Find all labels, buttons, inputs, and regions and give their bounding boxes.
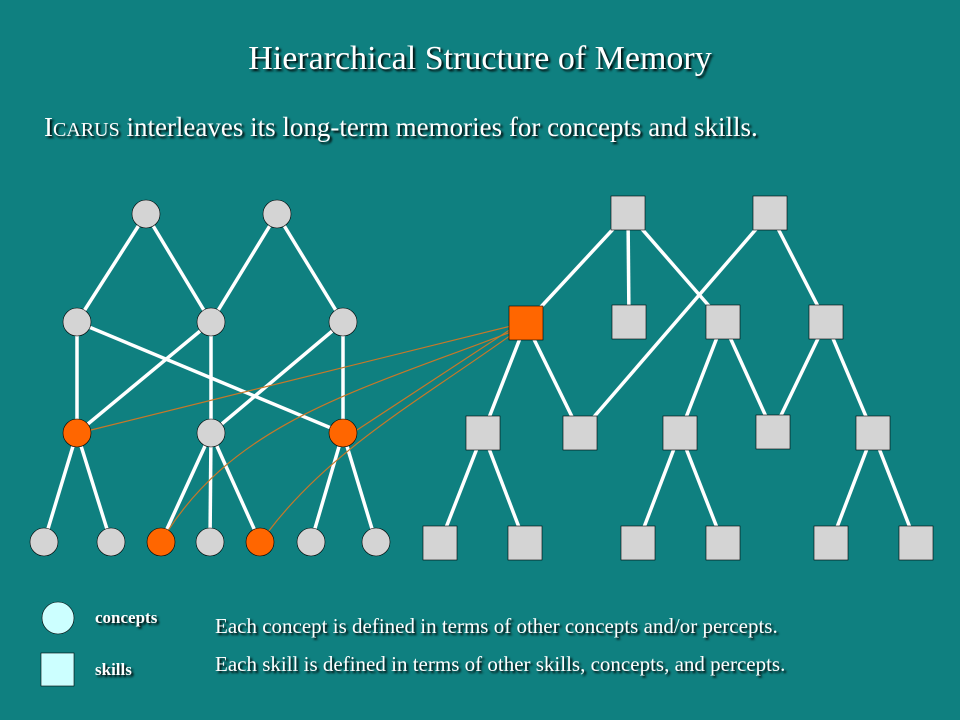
skill-edge — [626, 211, 725, 324]
concept-node-highlighted — [146, 527, 176, 557]
concept-node — [29, 527, 59, 557]
concept-edge — [75, 213, 148, 323]
legend-skill-square — [40, 652, 75, 687]
skill-nodes — [422, 195, 934, 561]
concept-edge — [75, 432, 113, 543]
concept-edge — [209, 320, 345, 435]
skill-node — [705, 525, 741, 561]
skill-node — [855, 415, 891, 451]
concept-node — [96, 527, 126, 557]
skill-node — [755, 414, 791, 450]
concept-edge — [209, 213, 279, 323]
skill-edge — [829, 432, 875, 544]
concept-edge — [275, 213, 345, 323]
cross-link — [166, 331, 512, 533]
concept-node — [196, 418, 226, 448]
skill-edge — [768, 212, 828, 323]
skill-edge — [871, 432, 918, 544]
concept-edge — [208, 432, 213, 543]
subtitle-rest: interleaves its long-term memories for c… — [119, 112, 758, 142]
concept-node-highlighted — [328, 418, 358, 448]
concept-node — [131, 199, 161, 229]
concept-node — [262, 199, 292, 229]
skill-edge — [626, 212, 631, 323]
legend-concepts-label: concepts — [95, 608, 158, 627]
skill-node — [562, 415, 598, 451]
concept-edge — [144, 213, 213, 323]
legend-concept-circle — [41, 601, 75, 635]
skill-node — [465, 415, 501, 451]
skill-node — [507, 525, 543, 561]
skill-definition-note: Each skill is defined in terms of other … — [215, 652, 786, 676]
concept-node — [361, 527, 391, 557]
skill-node — [752, 195, 788, 231]
skill-node-highlighted — [508, 305, 544, 341]
slide-subtitle: ICARUS interleaves its long-term memorie… — [44, 112, 944, 143]
skill-node — [808, 304, 844, 340]
concept-definition-note: Each concept is defined in terms of othe… — [215, 614, 778, 638]
skill-edge — [438, 432, 485, 544]
skill-edge — [678, 432, 725, 544]
cross-links — [90, 325, 512, 533]
skill-edge — [678, 321, 725, 434]
skill-node — [705, 304, 741, 340]
concept-edges — [42, 213, 378, 543]
skill-edge — [721, 321, 775, 433]
skill-node — [620, 525, 656, 561]
subtitle-initial: I — [44, 112, 53, 142]
skill-node — [813, 525, 849, 561]
concept-edge — [209, 432, 262, 543]
skill-edge — [524, 322, 582, 434]
skill-edge — [481, 432, 527, 544]
subtitle-smallcaps: CARUS — [53, 119, 120, 141]
skill-node — [422, 525, 458, 561]
concept-node-highlighted — [62, 418, 92, 448]
slide-title: Hierarchical Structure of Memory — [248, 40, 712, 77]
skill-node — [898, 525, 934, 561]
concept-edge — [309, 432, 345, 543]
skill-edge — [481, 322, 528, 434]
concept-node — [195, 527, 225, 557]
skill-edges — [438, 211, 918, 544]
concept-node — [296, 527, 326, 557]
skill-node — [610, 195, 646, 231]
skill-edge — [636, 432, 682, 544]
concept-node — [196, 307, 226, 337]
legend-shapes — [40, 601, 75, 687]
concept-node — [62, 307, 92, 337]
concept-edge — [159, 432, 213, 543]
concept-nodes — [29, 199, 391, 557]
concept-edge — [42, 432, 79, 543]
skill-node — [611, 304, 647, 340]
skill-node — [662, 415, 698, 451]
concept-node — [328, 307, 358, 337]
skill-edge — [771, 321, 828, 433]
legend-skills-label: skills — [95, 660, 132, 679]
cross-link — [90, 325, 512, 431]
concept-edge — [75, 320, 213, 435]
skill-edge — [824, 321, 875, 434]
cross-link — [356, 328, 512, 431]
cross-link — [267, 334, 512, 533]
skill-edge — [524, 211, 630, 325]
concept-node-highlighted — [245, 527, 275, 557]
skill-edge — [578, 211, 772, 435]
concept-edge — [341, 432, 378, 543]
